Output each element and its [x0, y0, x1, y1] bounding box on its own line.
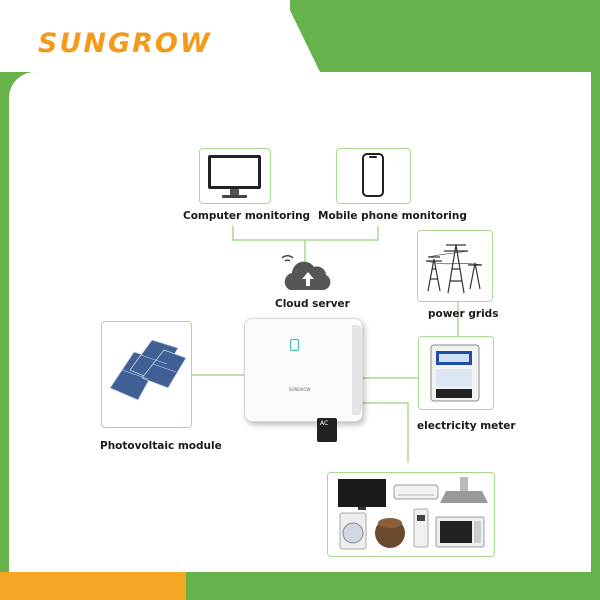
photovoltaic-module-label: Photovoltaic module [100, 440, 222, 452]
inverter-status-led [290, 339, 299, 351]
ac-port-label: AC [320, 420, 329, 427]
rice-cooker-icon [375, 518, 405, 548]
solar-panel-icon [109, 339, 187, 401]
inverter-to-appliances-line [362, 402, 409, 462]
mobile-monitoring-label: Mobile phone monitoring [318, 210, 467, 222]
range-hood-icon [440, 477, 488, 503]
footer-orange-bar [0, 572, 186, 600]
washing-machine-icon [339, 512, 367, 550]
appliances-box [327, 472, 495, 557]
cloud-icon [281, 255, 331, 290]
air-conditioner-icon [393, 484, 439, 500]
electricity-meter-label: electricity meter [417, 420, 516, 432]
inverter-brand-text: SUNGROW [289, 387, 311, 392]
mobile-box [336, 148, 411, 204]
brand-logo: SUNGROW [38, 28, 212, 59]
inverter-side-panel [352, 325, 362, 415]
monitor-link-line [232, 226, 379, 241]
tv-icon [338, 479, 386, 510]
footer-green-bar [186, 572, 600, 600]
cloud-server-label: Cloud server [275, 298, 350, 310]
wifi-icon [281, 255, 294, 262]
inverter-ac-connector: AC [317, 418, 337, 442]
microwave-oven-icon [435, 516, 485, 548]
meter-box [418, 336, 494, 410]
power-grids-label: power grids [428, 308, 499, 320]
header-white [0, 0, 290, 72]
inverter-device: SUNGROW [244, 318, 363, 422]
electricity-meter-icon [430, 344, 480, 402]
power-tower-icon [425, 244, 483, 294]
water-dispenser-icon [413, 508, 429, 548]
computer-box [199, 148, 271, 204]
home-appliances-icon [338, 477, 488, 550]
mobile-phone-icon [362, 153, 384, 197]
pv-module-box [101, 321, 192, 428]
power-grid-box [417, 230, 493, 302]
computer-icon [208, 155, 261, 198]
computer-monitoring-label: Computer monitoring [183, 210, 311, 222]
